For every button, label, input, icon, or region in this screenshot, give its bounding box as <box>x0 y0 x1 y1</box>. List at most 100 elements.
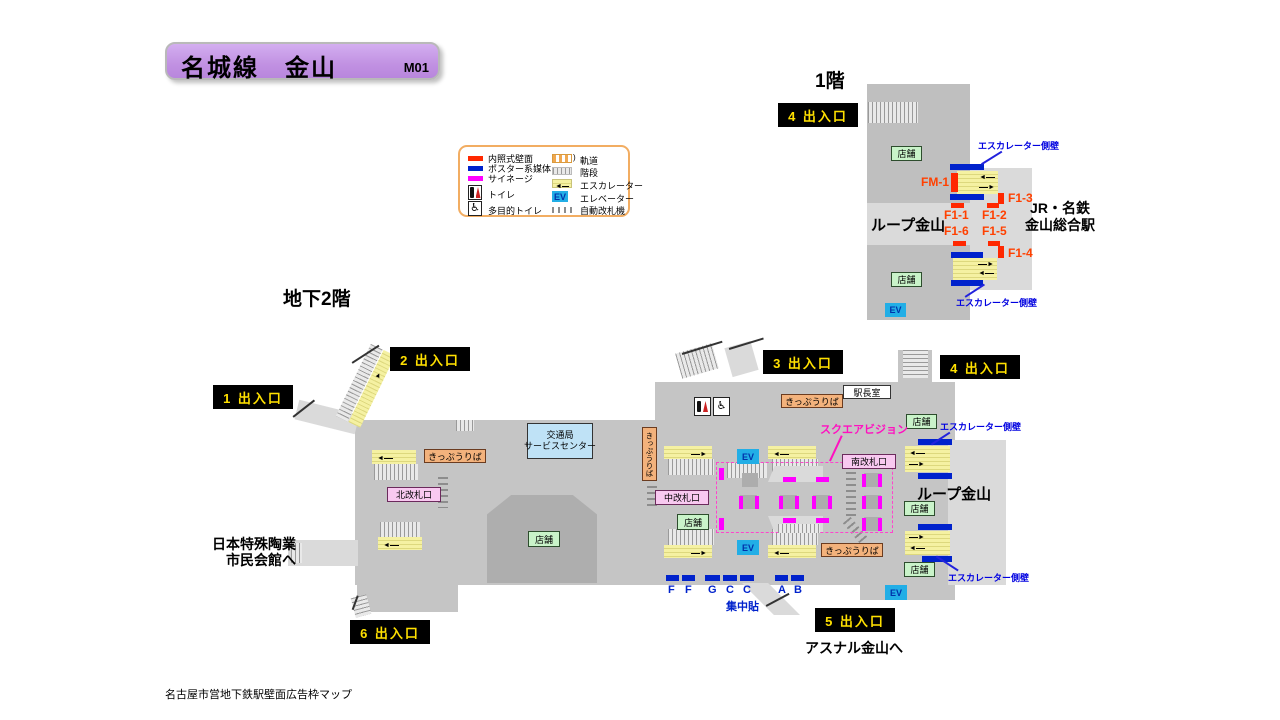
shop-tag-right-bottom: 店舗 <box>904 562 935 577</box>
pillar <box>813 495 830 509</box>
signage-swatch-icon <box>468 176 483 181</box>
frame-bar-f1-2 <box>987 203 999 208</box>
station-code: M01 <box>403 60 429 75</box>
poster-bar-g <box>705 575 720 581</box>
shop-text: 店舗 <box>897 275 916 285</box>
platform-opening-top <box>768 466 823 482</box>
signage-bar <box>878 518 882 531</box>
south-gate-tag: 南改札口 <box>842 454 896 469</box>
elevator-tag-1f: EV <box>885 303 906 317</box>
poster-swatch-icon <box>468 166 483 171</box>
signage-bar <box>862 474 866 487</box>
signage-bar <box>828 496 832 509</box>
exit-4-box-1f: 4 出入口 <box>778 103 858 127</box>
ticket-text: きっぷうりば <box>428 451 482 462</box>
service-center-line2: サービスセンター <box>524 441 597 451</box>
escalator-center-top-right: ◄ <box>768 446 816 459</box>
title-banner: 名城線 金山 M01 <box>165 42 440 82</box>
shop-text: 店舗 <box>910 504 929 514</box>
legend-multi-toilet: 多目的トイレ <box>488 206 543 216</box>
escalator-wall-label-1f-bottom: エスカレーター側壁 <box>956 298 1038 308</box>
legend-elevator: エレベーター <box>580 194 635 204</box>
platform-stair-hatch-bottom <box>778 524 820 533</box>
escalator-wall-bar <box>922 556 952 562</box>
escalator-center-bottom-left: ► <box>664 545 712 558</box>
jr-meitetsu-label: JR・名鉄 金山総合駅 <box>1022 200 1098 234</box>
exit-4-text: 4 出入口 <box>788 108 848 124</box>
floor-label-b2: 地下2階 <box>283 289 351 310</box>
toilet-icon <box>468 185 482 200</box>
elevator-tag-bottom: EV <box>737 540 759 555</box>
escalator-south-left: ◄ <box>378 537 422 550</box>
legend-box: 内照式壁面 ポスター系媒体 サイネージ トイレ ♿ 多目的トイレ ) 軌道 階段… <box>458 145 643 217</box>
signage-bar <box>719 468 724 480</box>
b2-exit2-corridor: ▲ <box>335 343 396 428</box>
frame-bar-f1-5 <box>988 241 1000 246</box>
ceramics-hall-label: 日本特殊陶業 市民会館へ <box>178 536 296 568</box>
signage-bar <box>862 518 866 531</box>
wall-letter-f1: F <box>668 584 675 596</box>
wall-letter-f2: F <box>685 584 692 596</box>
escalator-center-bottom-right: ◄ <box>768 545 816 558</box>
exit-5-box: 5 出入口 <box>815 608 895 632</box>
elevator-tag-right: EV <box>885 585 907 600</box>
stairs-icon <box>552 167 572 175</box>
escalator-wall-bar <box>950 194 984 200</box>
b2-bottom-sub-block <box>357 583 458 612</box>
f1-exit4-stairs <box>868 102 918 123</box>
frame-label-f1-3: F1-3 <box>1008 191 1033 205</box>
frame-label-f1-2: F1-2 <box>982 208 1007 222</box>
escalator-wall-label-b2-bottom: エスカレーター側壁 <box>948 573 1030 583</box>
stairs-north-left <box>374 464 418 480</box>
stairs-center-bottom-right <box>772 529 818 545</box>
ticket-gates-north <box>438 477 448 508</box>
elevator-icon: EV <box>552 191 568 202</box>
ticket-text: きっぷうりば <box>825 545 879 556</box>
shop-text: 店舗 <box>897 149 916 159</box>
toilet-icon-map <box>694 397 711 416</box>
pillar <box>864 517 881 531</box>
exit-4-box-b2: 4 出入口 <box>940 355 1020 379</box>
pillar <box>740 495 757 509</box>
wall-letter-a: A <box>778 584 786 596</box>
footer-caption: 名古屋市営地下鉄駅壁面広告枠マップ <box>165 689 352 701</box>
accessible-toilet-icon: ♿ <box>468 201 482 216</box>
b2-exit3-landing <box>724 340 759 378</box>
wall-letter-c2: C <box>743 584 751 596</box>
legend-stairs: 階段 <box>580 168 599 178</box>
frame-bar-f1-6 <box>953 241 966 246</box>
signage-bar <box>795 496 799 509</box>
exit-5-text: 5 出入口 <box>825 613 885 629</box>
signage-bar <box>783 477 796 482</box>
escalator-right-upper: ◄ ► <box>905 446 950 472</box>
legend-toilet: トイレ <box>488 190 516 200</box>
station-title: 名城線 金山 <box>181 55 337 82</box>
signage-bar <box>812 496 816 509</box>
poster-bar-f1 <box>666 575 679 581</box>
signage-bar <box>816 518 829 523</box>
signage-bar <box>878 474 882 487</box>
shop-tag-1f-lower: 店舗 <box>891 272 922 287</box>
accessible-toilet-icon-map: ♿ <box>713 397 730 416</box>
jr-meitetsu-line2: 金山総合駅 <box>1025 217 1095 233</box>
ticket-gate-icon <box>552 207 572 213</box>
wall-letter-g: G <box>708 584 717 596</box>
frame-label-f1-4: F1-4 <box>1008 246 1033 260</box>
poster-bar-a <box>775 575 788 581</box>
escalator-wall-bar <box>918 524 952 530</box>
escalator-right-lower: ► ◄ <box>905 531 950 555</box>
track-paren-icon: ) <box>573 153 576 162</box>
station-office-tag: 駅長室 <box>843 385 891 399</box>
exit-6-box: 6 出入口 <box>350 620 430 644</box>
f1-escalator-lower: ► ◄ <box>953 258 997 280</box>
f1-loop-corridor <box>867 203 1032 245</box>
exit-4-text: 4 出入口 <box>950 360 1010 376</box>
frame-label-f1-5: F1-5 <box>982 224 1007 238</box>
pillar <box>864 495 881 509</box>
concentrated-label: 集中貼 <box>726 601 759 613</box>
shop-text: 店舗 <box>683 517 702 528</box>
escalator-wall-bar <box>951 280 983 286</box>
shop-tag-1f-upper: 店舗 <box>891 146 922 161</box>
ticket-gates-center <box>647 486 657 508</box>
